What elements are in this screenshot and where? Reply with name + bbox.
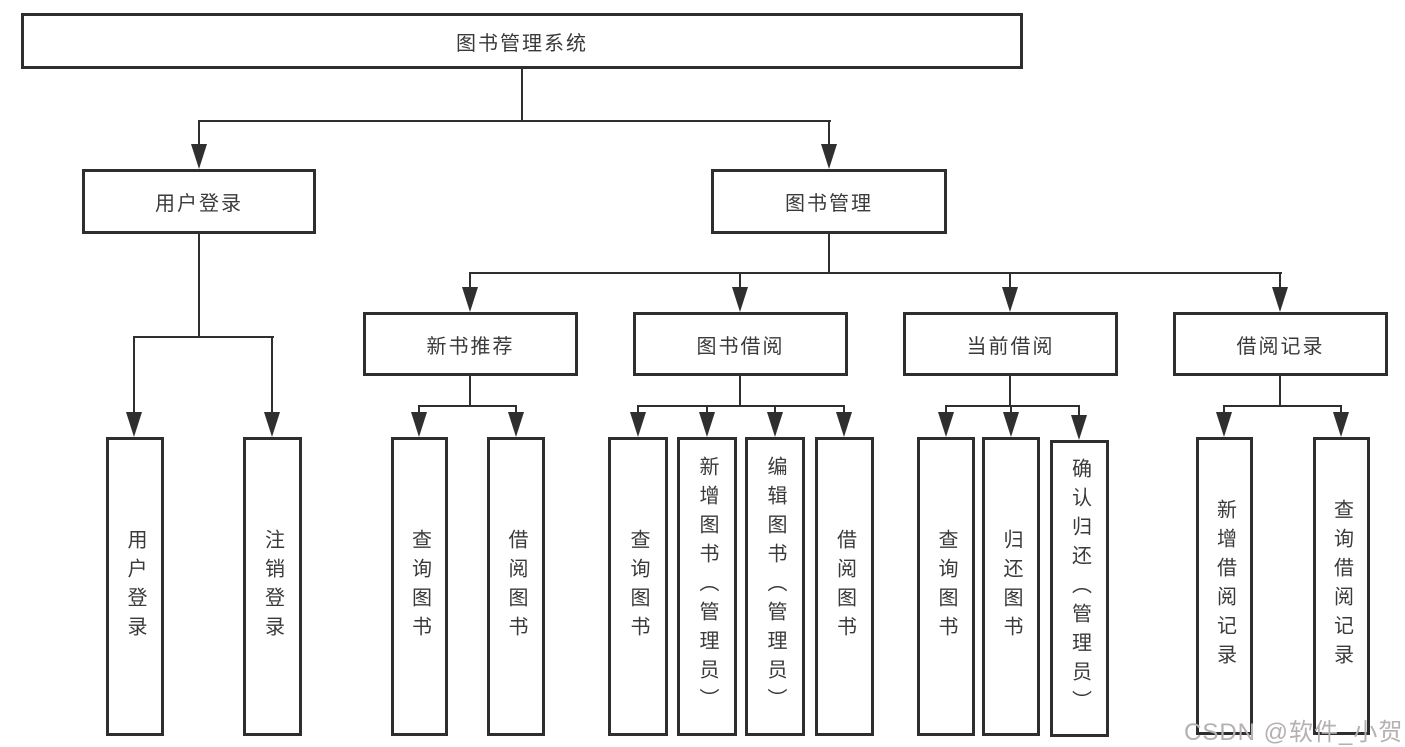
connector-line — [198, 120, 831, 122]
connector-line — [1078, 405, 1080, 417]
connector-line — [637, 405, 845, 407]
connector-line — [271, 336, 273, 416]
arrow-down-icon — [411, 412, 427, 437]
connector-line — [828, 232, 830, 274]
node-book-management: 图书管理 — [711, 169, 947, 234]
arrow-down-icon — [836, 412, 852, 437]
connector-line — [418, 405, 420, 417]
node-current-confirm-return-admin: 确认归还（管理员） — [1050, 440, 1109, 737]
arrow-down-icon — [1272, 287, 1288, 312]
connector-line — [418, 405, 517, 407]
arrow-down-icon — [1003, 412, 1019, 437]
connector-line — [945, 405, 1080, 407]
connector-line — [1279, 272, 1281, 292]
connector-line — [1009, 272, 1011, 292]
arrow-down-icon — [732, 287, 748, 312]
node-newrec-query-books: 查询图书 — [391, 437, 448, 736]
connector-line — [133, 336, 274, 338]
node-current-query-books: 查询图书 — [917, 437, 975, 736]
arrow-down-icon — [938, 412, 954, 437]
node-newrec-borrow-books: 借阅图书 — [487, 437, 545, 736]
arrow-down-icon — [508, 412, 524, 437]
connector-line — [469, 374, 471, 407]
connector-line — [739, 374, 741, 407]
connector-line — [1279, 374, 1281, 407]
node-logout: 注销登录 — [243, 437, 302, 736]
arrow-down-icon — [1071, 415, 1087, 440]
connector-line — [1009, 374, 1011, 407]
connector-line — [133, 336, 135, 416]
node-root: 图书管理系统 — [21, 13, 1023, 69]
connector-line — [198, 120, 200, 150]
arrow-down-icon — [630, 412, 646, 437]
connector-line — [521, 66, 523, 122]
node-current-borrowing: 当前借阅 — [903, 312, 1118, 376]
node-borrowing-edit-books-admin: 编辑图书（管理员） — [745, 437, 805, 736]
node-borrowing-add-books-admin: 新增图书（管理员） — [677, 437, 737, 736]
connector-line — [1010, 405, 1012, 417]
connector-line — [637, 405, 639, 417]
connector-line — [706, 405, 708, 417]
node-borrowing-query-books: 查询图书 — [608, 437, 668, 736]
connector-line — [515, 405, 517, 417]
arrow-down-icon — [767, 412, 783, 437]
node-borrowing-borrow-books: 借阅图书 — [815, 437, 874, 736]
arrow-down-icon — [821, 144, 837, 169]
node-current-return-books: 归还图书 — [982, 437, 1040, 736]
connector-line — [469, 272, 1282, 274]
arrow-down-icon — [1216, 412, 1232, 437]
arrow-down-icon — [191, 144, 207, 169]
connector-line — [945, 405, 947, 417]
connector-line — [1223, 405, 1225, 417]
connector-line — [739, 272, 741, 292]
connector-line — [198, 232, 200, 338]
node-records-add-record: 新增借阅记录 — [1196, 437, 1253, 735]
node-borrowing-records: 借阅记录 — [1173, 312, 1388, 376]
arrow-down-icon — [699, 412, 715, 437]
arrow-down-icon — [264, 412, 280, 437]
csdn-watermark: CSDN @软件_小贺同学 — [1184, 719, 1405, 746]
arrow-down-icon — [1333, 412, 1349, 437]
arrow-down-icon — [462, 287, 478, 312]
connector-line — [1223, 405, 1342, 407]
connector-line — [843, 405, 845, 417]
connector-line — [1340, 405, 1342, 417]
node-user-login-leaf: 用户登录 — [106, 437, 164, 736]
node-user-login: 用户登录 — [82, 169, 316, 234]
connector-line — [774, 405, 776, 417]
arrow-down-icon — [1002, 287, 1018, 312]
connector-line — [469, 272, 471, 292]
node-new-book-recommend: 新书推荐 — [363, 312, 578, 376]
node-book-borrowing: 图书借阅 — [633, 312, 848, 376]
arrow-down-icon — [126, 412, 142, 437]
node-records-query-record: 查询借阅记录 — [1313, 437, 1370, 735]
connector-line — [828, 120, 830, 150]
